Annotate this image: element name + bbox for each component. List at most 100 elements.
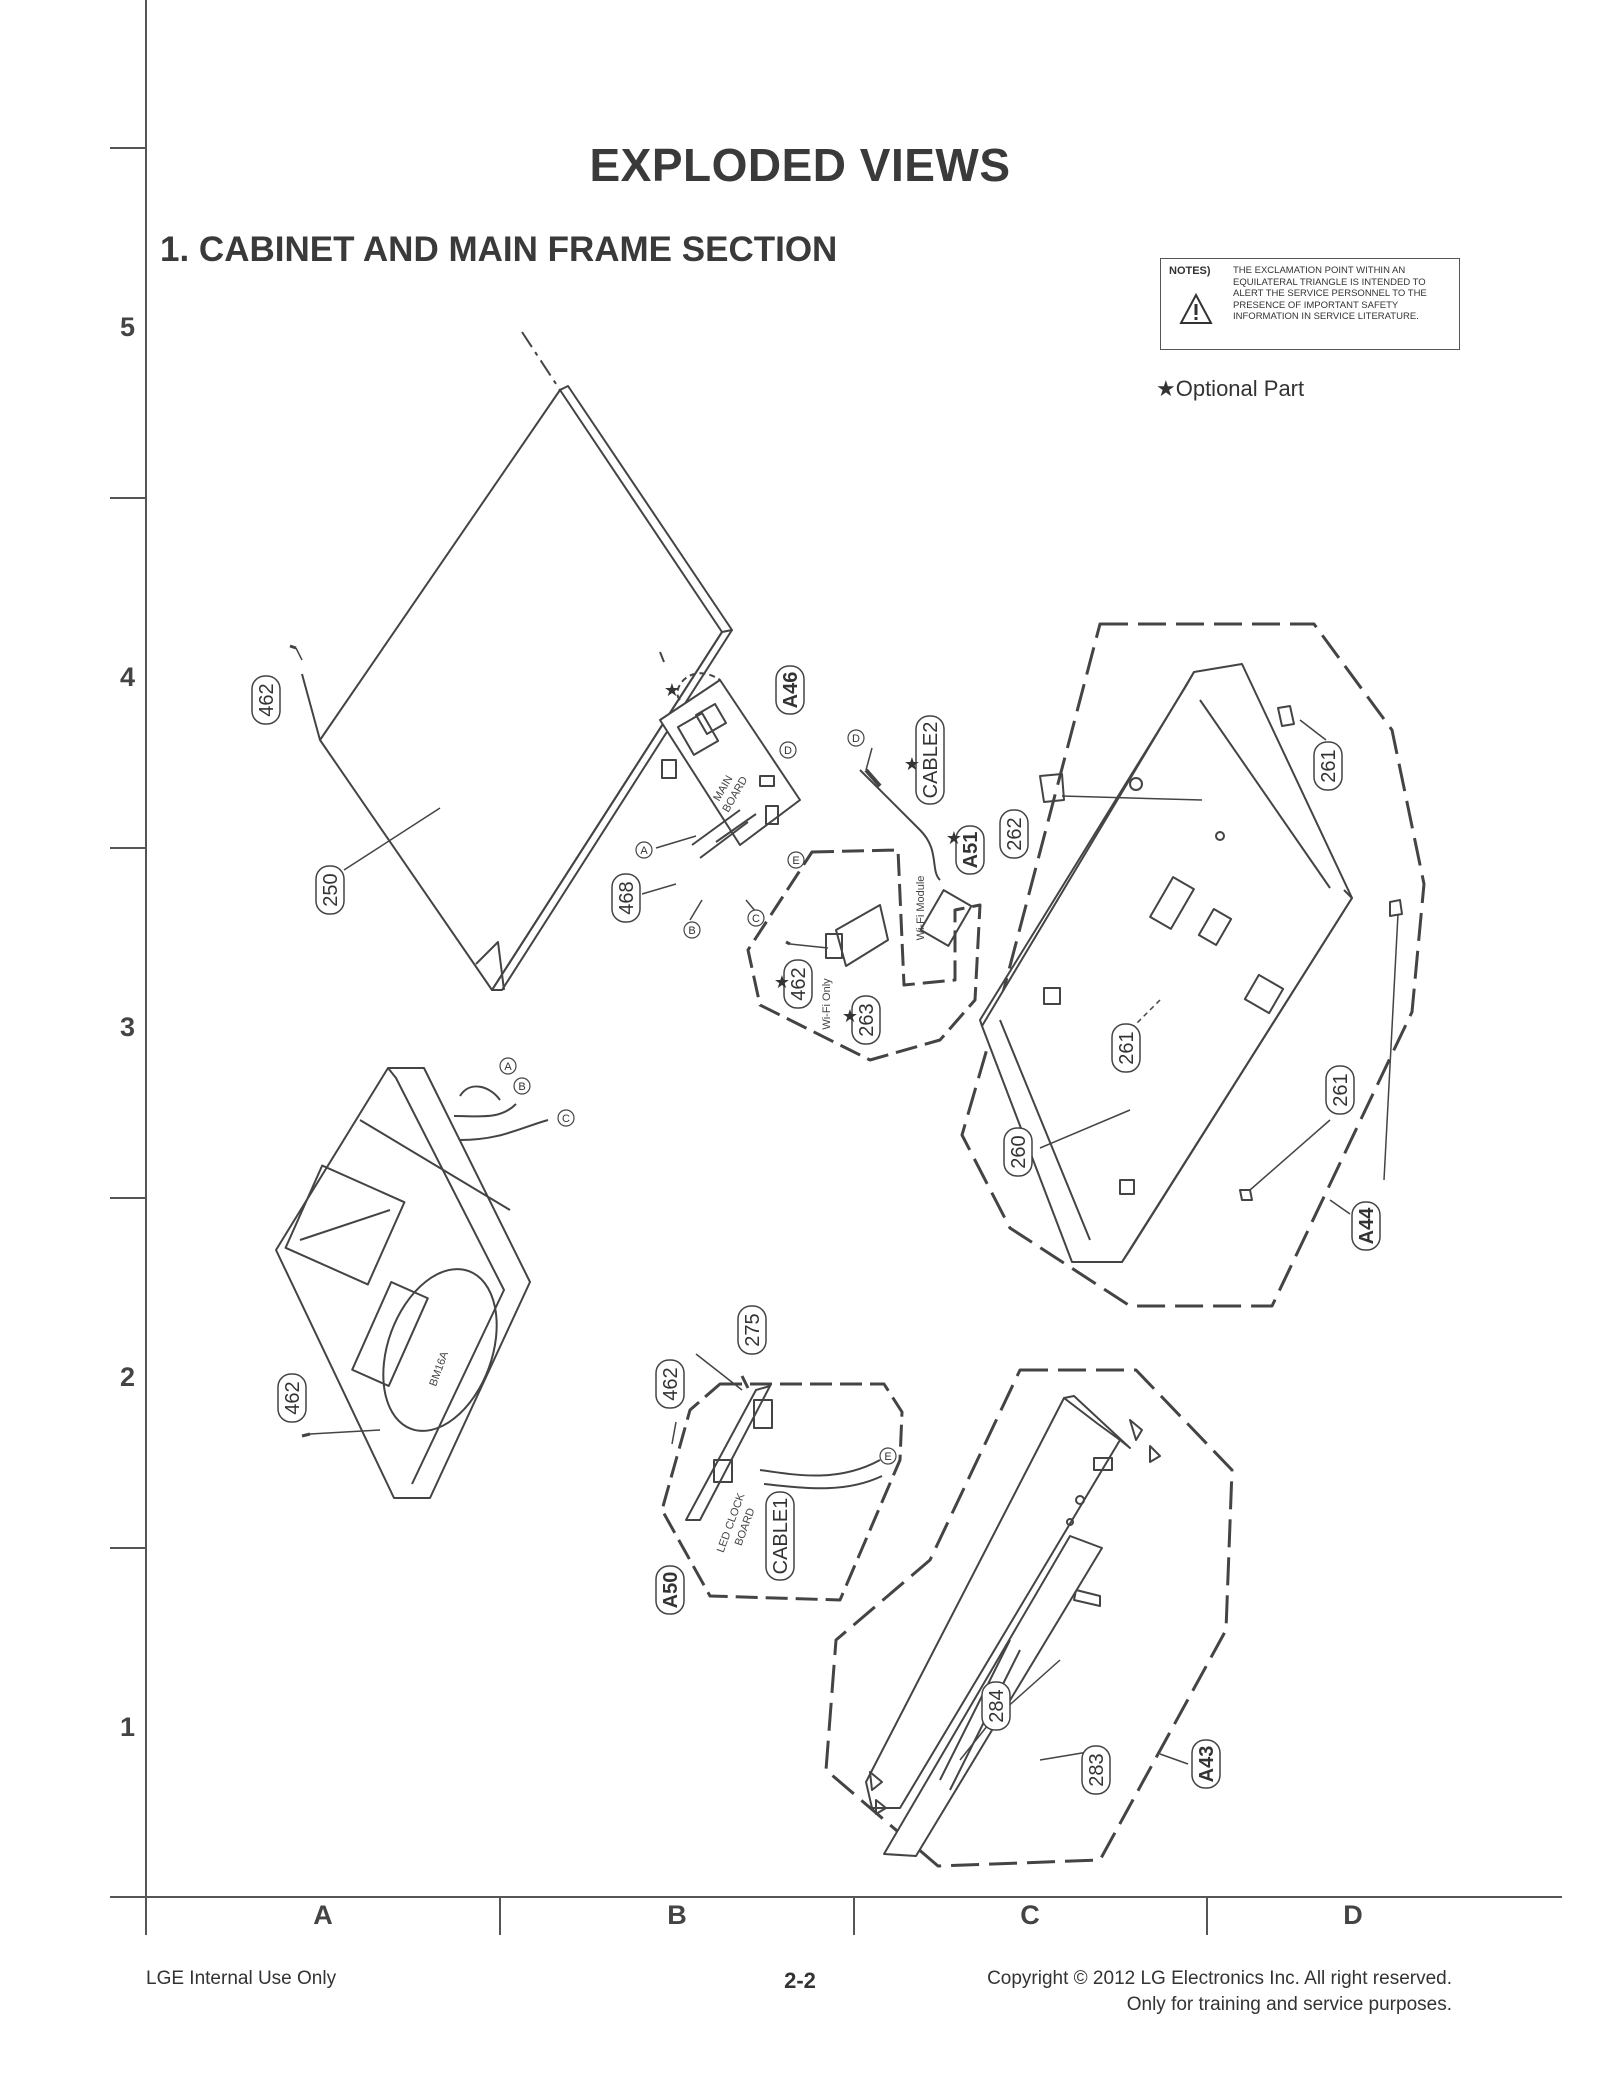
connector-d-board: D [779,741,797,759]
svg-text:E: E [884,1451,891,1463]
optional-star-main-board: ★ [664,680,680,700]
callout-a51: A51 [955,825,985,875]
page-number: 2-2 [784,1968,816,1993]
svg-text:261: 261 [1330,1073,1352,1106]
callout-468: 468 [611,873,641,923]
svg-text:462: 462 [256,683,278,716]
warning-triangle-icon [1179,293,1213,324]
svg-text:275: 275 [742,1313,764,1346]
svg-text:284: 284 [986,1689,1008,1722]
notes-text: THE EXCLAMATION POINT WITHIN AN EQUILATE… [1233,265,1427,322]
svg-text:260: 260 [1008,1135,1030,1168]
callout-283: 283 [1081,1745,1111,1795]
footer-copyright-2: Only for training and service purposes. [1126,1994,1452,2015]
callout-260: 260 [1003,1127,1033,1177]
callout-263: 263 [851,995,881,1045]
svg-text:262: 262 [1004,817,1026,850]
disc-drive [275,1067,549,1499]
svg-text:B: B [688,925,695,937]
column-label-b: B [667,1900,687,1930]
row-label-2: 2 [120,1362,136,1392]
svg-text:A46: A46 [780,672,802,709]
svg-text:468: 468 [616,881,638,914]
svg-text:A: A [504,1061,512,1073]
svg-text:250: 250 [320,873,342,906]
callout-cable2: CABLE2 [915,715,945,805]
svg-text:A: A [640,845,648,857]
svg-text:261: 261 [1318,749,1340,782]
connector-a-drive: A [499,1057,517,1075]
callout-462-wifi: 462 [783,959,813,1009]
callout-a46: A46 [775,665,805,715]
wifi-module-text: Wi-Fi Module [915,876,927,941]
connector-b-drive: B [513,1077,531,1095]
svg-text:E: E [792,855,799,867]
row-label-1: 1 [120,1712,136,1742]
wifi-module [859,747,973,947]
wifi-only-text: Wi-Fi Only [821,978,833,1030]
svg-text:A50: A50 [660,1572,682,1609]
svg-text:A43: A43 [1196,1746,1218,1783]
svg-text:D: D [852,733,860,745]
optional-star-cable2: ★ [904,754,920,774]
callout-462-cover: 462 [251,675,281,725]
connector-e-led: E [879,1447,897,1465]
column-label-a: A [313,1900,333,1930]
svg-text:A51: A51 [960,832,982,869]
connector-c-drive: C [557,1109,575,1127]
callout-462-drive: 462 [277,1373,307,1423]
connector-e-board: E [787,851,805,869]
column-label-d: D [1343,1900,1363,1930]
svg-text:462: 462 [660,1367,682,1400]
callout-261-middle: 261 [1111,1023,1141,1073]
callout-462-led: 462 [655,1359,685,1409]
front-panel-region [824,1368,1234,1868]
callout-261-top: 261 [1313,741,1343,791]
wifi-bracket [785,904,889,967]
svg-text:C: C [562,1113,570,1125]
section-title: 1. CABINET AND MAIN FRAME SECTION [160,230,838,269]
svg-text:283: 283 [1086,1753,1108,1786]
svg-text:263: 263 [856,1003,878,1036]
svg-text:D: D [784,745,792,757]
led-clock-board [671,1353,883,1521]
callout-a44: A44 [1351,1201,1381,1251]
svg-text:A44: A44 [1356,1207,1378,1245]
optional-star-462: ★ [774,972,790,992]
connector-b-board: B [683,921,701,939]
svg-text:261: 261 [1116,1031,1138,1064]
notes-label: NOTES) [1169,265,1211,277]
svg-text:462: 462 [282,1381,304,1414]
optional-part-legend: ★Optional Part [1156,376,1305,401]
row-label-3: 3 [120,1012,136,1042]
callout-284: 284 [981,1681,1011,1731]
footer-copyright-1: Copyright © 2012 LG Electronics Inc. All… [987,1968,1452,1989]
svg-text:C: C [752,913,760,925]
svg-text:CABLE2: CABLE2 [920,722,942,799]
main-frame-region [960,622,1426,1308]
svg-text:CABLE1: CABLE1 [770,1498,792,1575]
column-label-c: C [1020,1900,1040,1930]
callout-cable1: CABLE1 [765,1491,795,1581]
optional-star-a51: ★ [946,828,962,848]
row-label-4: 4 [120,662,136,692]
callout-250: 250 [315,865,345,915]
callout-262: 262 [999,809,1029,859]
svg-text:462: 462 [788,967,810,1000]
optional-star-263: ★ [842,1006,858,1026]
callout-261-right: 261 [1325,1065,1355,1115]
connector-c-board: C [747,909,765,927]
main-frame-chassis [979,663,1403,1263]
callout-275: 275 [737,1305,767,1355]
svg-text:B: B [518,1081,525,1093]
page-title: EXPLODED VIEWS [589,139,1011,191]
notes-box: NOTES) THE EXCLAMATION POINT WITHIN AN E… [1160,258,1460,350]
top-cover [289,331,733,991]
footer-internal-use: LGE Internal Use Only [146,1968,337,1989]
row-label-5: 5 [120,312,136,342]
callout-a43: A43 [1191,1739,1221,1789]
connector-d-cable: D [847,729,865,747]
callout-a50: A50 [655,1565,685,1615]
